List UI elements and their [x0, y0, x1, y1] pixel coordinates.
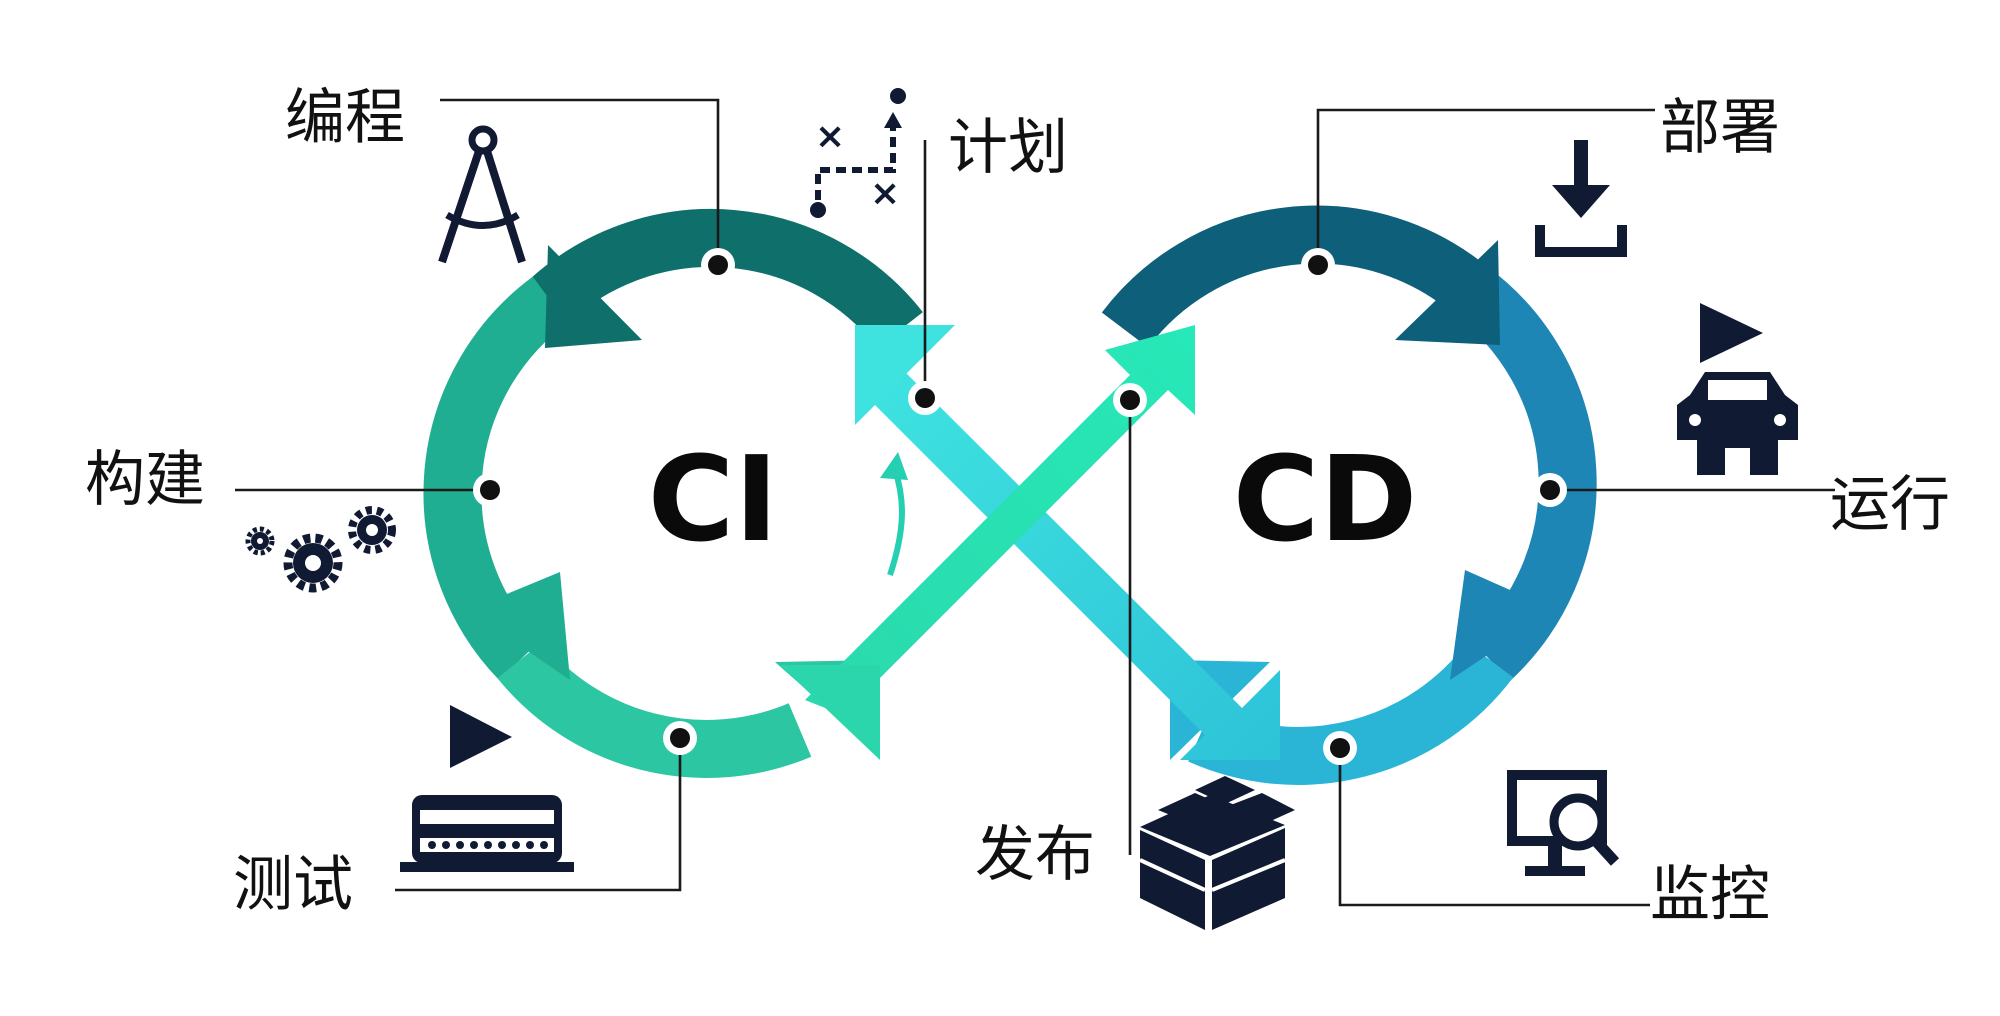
label-test: 测试	[233, 850, 353, 920]
cd-arrowhead-top	[1395, 240, 1500, 345]
dot-test	[663, 721, 697, 755]
dot-deploy	[1301, 248, 1335, 282]
compass-icon	[438, 125, 526, 264]
cross-arrows	[780, 325, 1280, 760]
dot-monitor	[1323, 731, 1357, 765]
dot-release	[1113, 383, 1147, 417]
leader-coding	[440, 98, 720, 265]
leader-deploy	[1316, 108, 1655, 265]
svg-text:×: ×	[815, 116, 845, 157]
monitor-search-icon	[1507, 770, 1620, 876]
ci-label: CI	[648, 430, 779, 568]
test-rack-icon	[400, 705, 574, 872]
boxes-icon	[1139, 776, 1295, 930]
label-operate: 运行	[1830, 470, 1950, 540]
label-build: 构建	[85, 445, 205, 515]
cd-arrowhead-right	[1450, 570, 1555, 680]
cross-arrow-up-tail	[780, 665, 880, 760]
svg-text:×: ×	[870, 173, 900, 214]
cross-arrow-up	[805, 325, 1195, 715]
leader-test	[395, 738, 682, 892]
ci-arrowhead-top	[545, 245, 642, 348]
small-curved-arrowhead	[880, 452, 908, 480]
cd-label: CD	[1233, 430, 1418, 568]
label-monitor: 监控	[1650, 860, 1770, 930]
connection-dots	[473, 248, 1567, 765]
small-curved-arrow	[887, 469, 905, 576]
cd-arc-top	[1101, 205, 1489, 348]
label-plan: 计划	[948, 113, 1068, 183]
label-release: 发布	[975, 820, 1095, 890]
dot-coding	[701, 248, 735, 282]
leader-lines	[235, 98, 1835, 907]
download-icon	[1535, 140, 1627, 257]
dot-build	[473, 473, 507, 507]
cross-arrow-down	[868, 372, 1280, 760]
label-deploy: 部署	[1660, 93, 1780, 163]
label-coding: 编程	[285, 83, 405, 153]
ci-arc-bottom	[497, 641, 812, 778]
ci-arc-top	[530, 208, 923, 349]
leader-monitor	[1338, 748, 1650, 907]
dot-operate	[1533, 473, 1567, 507]
car-icon	[1677, 303, 1798, 475]
strategy-plan-icon: × ×	[810, 88, 906, 218]
ci-arrowhead-left	[468, 572, 570, 680]
cross-arrow-down-head	[855, 325, 955, 425]
dot-plan	[908, 381, 942, 415]
gears-icon	[245, 506, 396, 593]
